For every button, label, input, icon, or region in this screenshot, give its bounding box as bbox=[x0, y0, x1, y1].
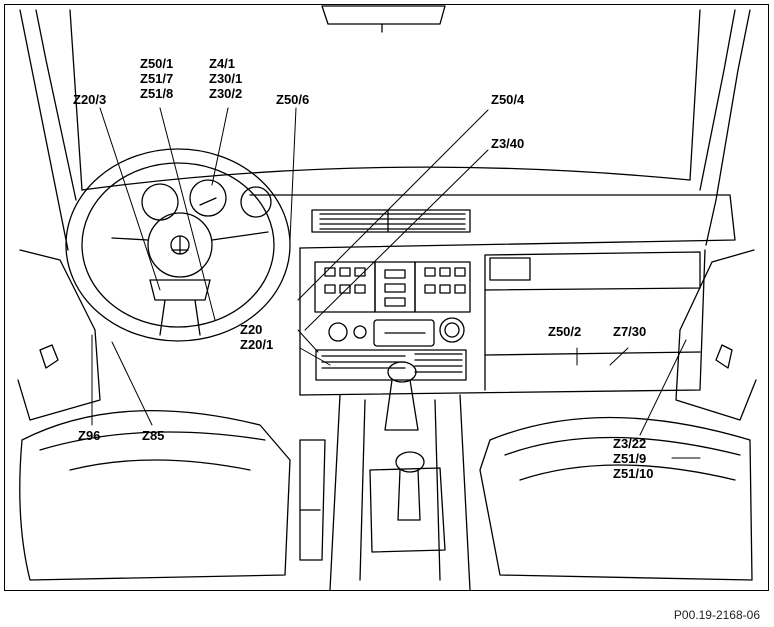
label-z7-30: Z7/30 bbox=[613, 324, 647, 339]
label-z50-1: Z50/1 bbox=[140, 56, 174, 71]
label-group-z3-22: Z3/22 Z51/9 Z51/10 bbox=[613, 436, 653, 481]
label-group-z20: Z20 Z20/1 bbox=[240, 322, 273, 352]
label-z96: Z96 bbox=[78, 428, 101, 443]
air-vents bbox=[311, 209, 471, 233]
label-z51-10: Z51/10 bbox=[613, 466, 654, 481]
label-z3-40: Z3/40 bbox=[491, 136, 525, 151]
label-z4-1: Z4/1 bbox=[209, 56, 236, 71]
leader-lines bbox=[91, 107, 701, 459]
label-z51-9: Z51/9 bbox=[613, 451, 647, 466]
label-z50-6: Z50/6 bbox=[276, 92, 310, 107]
left-seat bbox=[19, 409, 291, 581]
rearview-mirror bbox=[321, 5, 446, 33]
center-switch-panel bbox=[314, 261, 471, 313]
figure-reference: P00.19-2168-06 bbox=[673, 608, 760, 622]
label-z51-8: Z51/8 bbox=[140, 86, 174, 101]
label-z30-1: Z30/1 bbox=[209, 71, 243, 86]
label-z20-3: Z20/3 bbox=[73, 92, 107, 107]
label-z30-2: Z30/2 bbox=[209, 86, 243, 101]
label-z20: Z20 bbox=[240, 322, 263, 337]
right-seat bbox=[479, 416, 753, 581]
label-z51-7: Z51/7 bbox=[140, 71, 174, 86]
label-z20-1: Z20/1 bbox=[240, 337, 274, 352]
label-z50-2: Z50/2 bbox=[548, 324, 582, 339]
dashboard bbox=[249, 194, 736, 396]
label-group-z4-1: Z4/1 Z30/1 Z30/2 bbox=[209, 56, 242, 101]
label-z3-22: Z3/22 bbox=[613, 436, 647, 451]
label-z50-4: Z50/4 bbox=[491, 92, 525, 107]
door-panels bbox=[17, 249, 757, 421]
instrument-gauges bbox=[141, 179, 272, 221]
radio-climate-unit bbox=[315, 317, 467, 381]
windshield-frame bbox=[19, 9, 751, 251]
diagram-frame bbox=[4, 4, 769, 591]
steering-wheel bbox=[65, 148, 291, 342]
label-z85: Z85 bbox=[142, 428, 165, 443]
label-group-z50-1: Z50/1 Z51/7 Z51/8 bbox=[140, 56, 173, 101]
center-console bbox=[299, 361, 471, 591]
